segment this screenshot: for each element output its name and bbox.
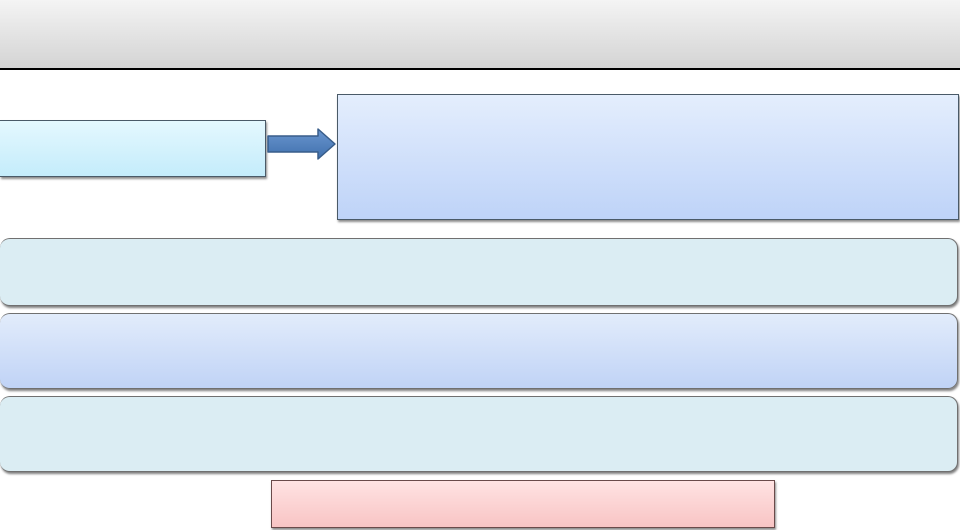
left-box — [0, 120, 266, 177]
band-1 — [0, 238, 958, 306]
right-box — [337, 94, 959, 220]
header-bar — [0, 0, 960, 70]
right-arrow-icon — [267, 128, 336, 160]
band-2 — [0, 313, 958, 389]
band-3 — [0, 396, 958, 472]
bottom-box — [271, 480, 775, 528]
